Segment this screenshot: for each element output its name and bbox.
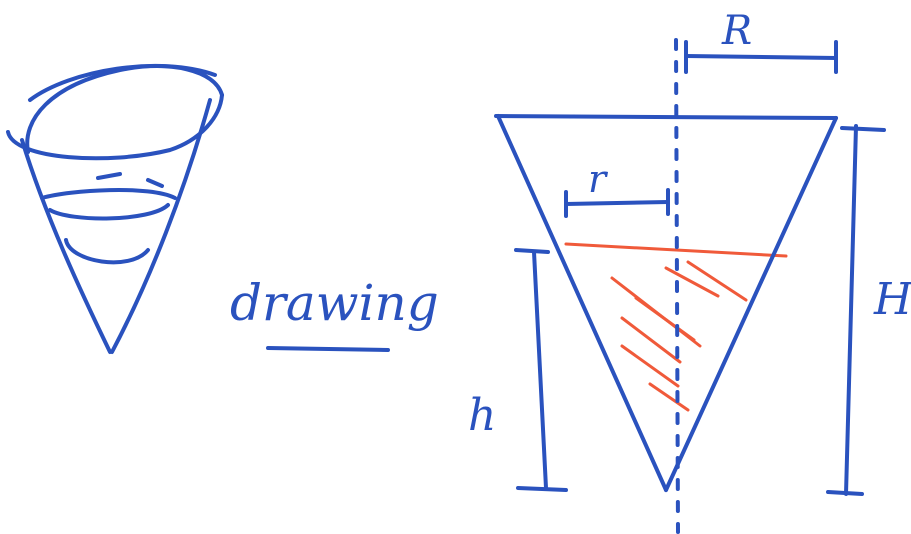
water-hatch-5: [620, 316, 682, 364]
cone-rim-front: [6, 93, 224, 161]
cone-right-side: [110, 98, 212, 354]
big-height-tick-bottom: [826, 490, 864, 496]
cone-left-edge: [496, 114, 668, 492]
water-hatch-2: [664, 266, 720, 298]
water-hatch-4: [634, 296, 696, 342]
small-height-tick-bottom: [516, 486, 568, 492]
small-radius-line: [564, 200, 670, 206]
cone-axis: [674, 38, 680, 534]
cone-swirl-2: [48, 203, 170, 221]
water-hatch-1: [686, 260, 748, 302]
small-radius-dimension: r: [564, 157, 670, 218]
caption-text: drawing: [230, 274, 439, 332]
cone-top-edge: [494, 114, 838, 120]
cone-swirl-1: [40, 188, 177, 200]
cone-dash-1: [96, 172, 122, 180]
cone-dash-2: [146, 178, 164, 188]
small-radius-label: r: [588, 157, 609, 201]
big-radius-label: R: [721, 8, 752, 54]
small-height-label: h: [468, 390, 496, 441]
cone-sketch: [6, 63, 224, 354]
small-height-dimension: h: [468, 248, 568, 492]
big-height-label: H: [873, 274, 911, 325]
water-region: [564, 242, 788, 412]
big-radius-line: [684, 54, 838, 60]
big-radius-dimension: R: [684, 8, 838, 74]
big-height-dimension: H: [826, 124, 911, 496]
big-height-tick-top: [840, 126, 886, 132]
small-height-tick-top: [514, 248, 550, 254]
cone-left-side: [20, 138, 112, 354]
water-hatch-6: [620, 344, 680, 388]
water-surface-line: [564, 242, 788, 258]
cone-swirl-3: [64, 238, 150, 265]
cone-cross-section: R r H h: [468, 8, 911, 534]
cone-right-edge: [664, 116, 838, 492]
cone-rim-top: [28, 63, 217, 102]
big-height-line: [844, 124, 858, 496]
water-hatch-7: [648, 382, 690, 412]
caption-underline: [266, 346, 390, 352]
small-height-line: [532, 250, 548, 490]
